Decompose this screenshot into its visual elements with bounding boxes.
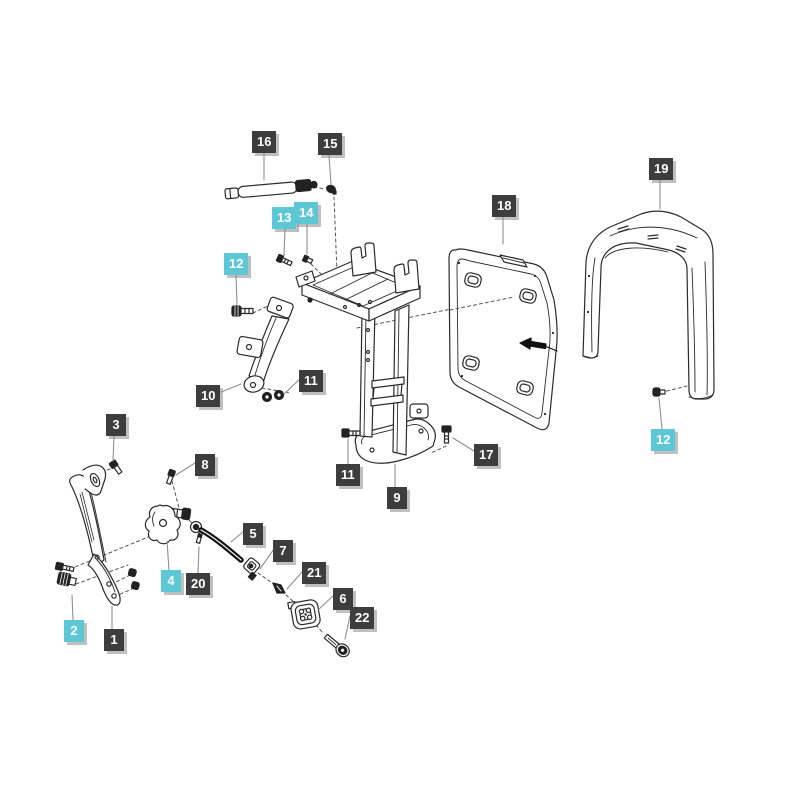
support-bracket bbox=[236, 296, 294, 393]
callout-9[interactable]: 9 bbox=[387, 487, 407, 509]
clevis-joint bbox=[243, 557, 261, 581]
nut-14 bbox=[301, 254, 314, 265]
bolt-3 bbox=[108, 459, 123, 475]
callout-4[interactable]: 4 bbox=[161, 570, 181, 592]
bolt-12-left bbox=[231, 305, 254, 317]
key-22 bbox=[323, 634, 350, 658]
pin-20 bbox=[195, 533, 203, 544]
nuts-11-upper bbox=[261, 389, 285, 403]
callout-11-upper[interactable]: 11 bbox=[299, 370, 323, 392]
callout-21[interactable]: 21 bbox=[302, 562, 327, 584]
callout-11-lower[interactable]: 11 bbox=[336, 464, 360, 486]
wing-knob bbox=[144, 504, 192, 545]
callout-16[interactable]: 16 bbox=[252, 131, 277, 153]
cap-nuts bbox=[127, 568, 140, 591]
callout-14[interactable]: 14 bbox=[294, 202, 319, 224]
bolts-2 bbox=[54, 561, 77, 587]
trim-frame bbox=[582, 210, 715, 400]
callout-12-left[interactable]: 12 bbox=[224, 253, 249, 275]
callout-1[interactable]: 1 bbox=[104, 629, 124, 651]
callout-5[interactable]: 5 bbox=[243, 523, 263, 545]
callout-17[interactable]: 17 bbox=[474, 444, 499, 466]
callout-19[interactable]: 19 bbox=[649, 158, 674, 180]
seat-support-frame bbox=[295, 242, 436, 464]
callout-7[interactable]: 7 bbox=[273, 540, 293, 562]
gas-strut bbox=[224, 179, 318, 200]
lever-bracket bbox=[69, 464, 121, 606]
callout-10[interactable]: 10 bbox=[196, 385, 221, 407]
backrest-panel bbox=[448, 248, 558, 431]
link-rod bbox=[189, 520, 244, 563]
callout-12-right[interactable]: 12 bbox=[651, 429, 676, 451]
callout-2[interactable]: 2 bbox=[64, 620, 84, 642]
bolt-12-right bbox=[652, 387, 666, 397]
callout-8[interactable]: 8 bbox=[195, 454, 215, 476]
callout-6[interactable]: 6 bbox=[333, 588, 353, 610]
bolt-11-lower bbox=[341, 428, 361, 438]
callout-22[interactable]: 22 bbox=[350, 607, 375, 629]
callout-20[interactable]: 20 bbox=[186, 573, 211, 595]
callout-3[interactable]: 3 bbox=[106, 414, 126, 436]
bolt-13 bbox=[275, 253, 293, 267]
callout-15[interactable]: 15 bbox=[318, 133, 343, 155]
bolt-17 bbox=[441, 425, 452, 444]
callout-18[interactable]: 18 bbox=[492, 195, 517, 217]
clip-21 bbox=[272, 582, 286, 594]
adjuster-dial bbox=[287, 599, 321, 630]
bolt-8 bbox=[165, 468, 176, 485]
leader-lines bbox=[71, 152, 663, 640]
assembly-dashed-over bbox=[449, 296, 515, 311]
ball-stud bbox=[326, 184, 337, 195]
callout-13[interactable]: 13 bbox=[272, 207, 297, 229]
